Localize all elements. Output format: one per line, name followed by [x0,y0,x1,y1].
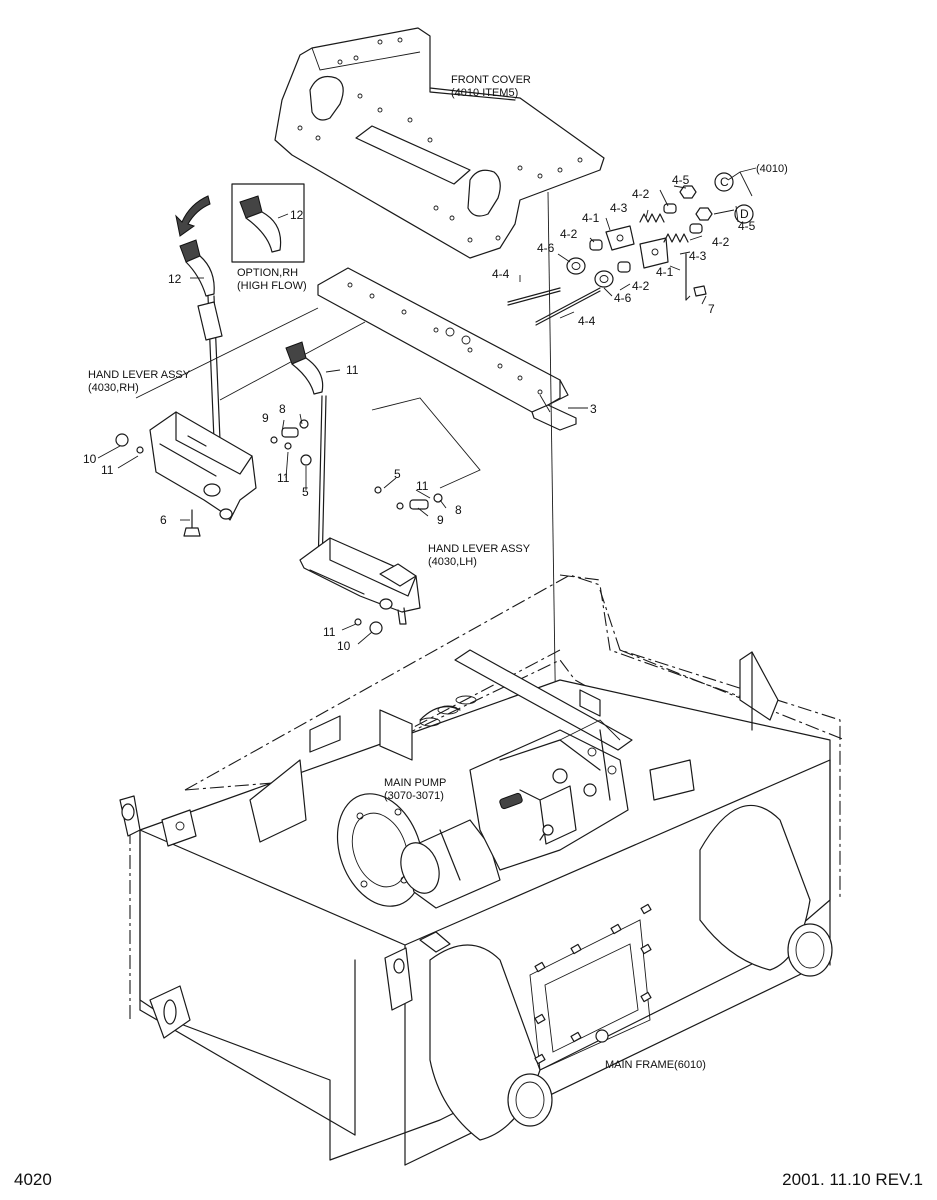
front-cover-part [274,27,605,259]
callout-4-1-lower: 4-1 [656,265,674,279]
callout-7: 7 [708,302,715,316]
callout-4-2-upper: 4-2 [632,187,650,201]
front-cover-ref: (4010 ITEM5) [451,87,518,99]
callout-8-lower: 8 [455,503,462,517]
hand-lever-rh-label: HAND LEVER ASSY [88,369,191,381]
hand-lever-lh-label: HAND LEVER ASSY [428,543,531,555]
callout-4-2-mid: 4-2 [560,227,578,241]
callout-12-inset: 12 [290,208,304,222]
callout-6: 6 [160,513,167,527]
callout-4-5-right: 4-5 [738,219,756,233]
hand-lever-rh-ref: (4030,RH) [88,382,139,394]
main-frame-label: MAIN FRAME(6010) [605,1059,706,1071]
callout-3: 3 [590,402,597,416]
callout-11-lower: 11 [323,625,336,639]
callout-d: D [740,207,749,221]
callout-4-6-lower: 4-6 [614,291,632,305]
callout-8-upper: 8 [279,402,286,416]
page-number: 4020 [14,1170,52,1189]
callout-4-1-upper: 4-1 [582,211,600,225]
callout-4-2-lower: 4-2 [632,279,650,293]
callout-9-lower: 9 [437,513,444,527]
option-rh-inset [175,183,305,263]
callout-10-upper: 10 [83,452,97,466]
callout-12-main: 12 [168,272,182,286]
callout-4-3-right: 4-3 [689,249,707,263]
callout-4-3-upper: 4-3 [610,201,628,215]
option-rh-label: OPTION,RH [237,267,298,279]
callout-4-5-upper: 4-5 [672,173,690,187]
bracket-part [317,267,577,431]
callout-11-grip: 11 [346,363,359,377]
callout-11-left: 11 [101,463,114,477]
ref-4010-label: (4010) [756,163,788,175]
main-pump-label: MAIN PUMP [384,777,446,789]
callout-4-2-right: 4-2 [712,235,730,249]
callout-11-mid: 11 [277,471,290,485]
hand-lever-lh-grip [285,341,327,571]
callout-11-right: 11 [416,479,429,493]
callout-c: C [720,175,729,189]
hand-lever-lh-part [299,537,421,635]
callout-4-4-upper: 4-4 [492,267,510,281]
front-cover-label: FRONT COVER [451,74,531,86]
callout-5-right: 5 [394,467,401,481]
main-frame-part [119,574,846,1166]
main-pump-ref: (3070-3071) [384,790,444,802]
option-rh-sub: (HIGH FLOW) [237,280,307,292]
callout-5-left: 5 [302,485,309,499]
fittings-group [507,172,754,326]
assembly-lines [135,191,557,741]
lever-hardware [115,419,443,510]
callout-4-4-lower: 4-4 [578,314,596,328]
callout-4-6-upper: 4-6 [537,241,555,255]
callout-9-upper: 9 [262,411,269,425]
main-pump-part [336,719,629,909]
hand-lever-lh-ref: (4030,LH) [428,556,477,568]
hand-lever-rh-part [149,239,257,537]
revision-date: 2001. 11.10 REV.1 [782,1170,923,1189]
callout-leaders [97,167,757,645]
callout-10-lower: 10 [337,639,351,653]
